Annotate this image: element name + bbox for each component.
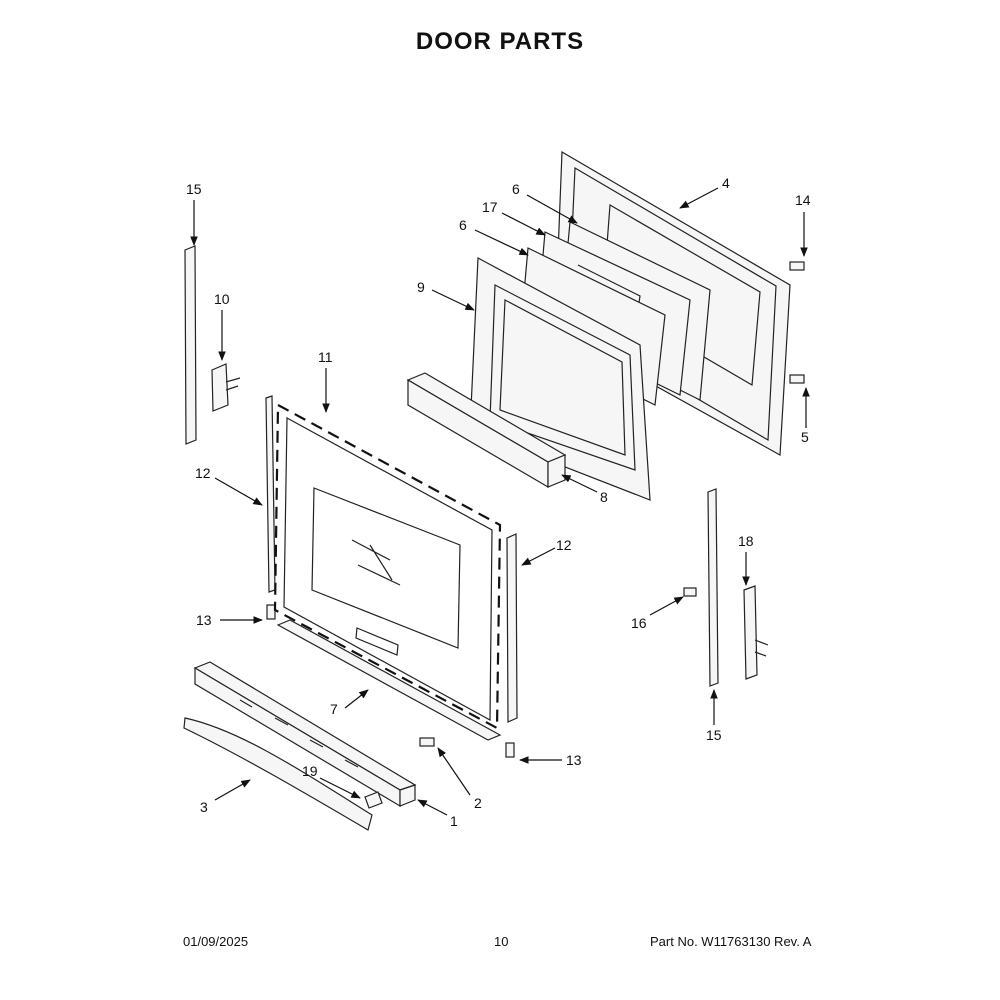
callout-13: 13 [196,612,212,628]
callout-1: 1 [450,813,458,829]
part-19-clip [364,791,383,809]
part-13-screw-right [505,742,515,758]
part-3-handle [183,717,373,831]
callout-labels: 15 10 11 12 13 7 3 19 2 1 13 12 6 17 6 9… [186,175,811,829]
footer-page-number: 10 [494,934,509,949]
callout-12: 12 [195,465,211,481]
callout-3: 3 [200,799,208,815]
part-13-screw-left [266,604,276,620]
part-8-insulation [406,372,567,489]
callout-19: 19 [302,763,318,779]
footer-part-number: Part No. W11763130 Rev. A [650,934,812,949]
callout-8: 8 [600,489,608,505]
part-7-bottom-channel [276,619,502,741]
part-12-side-trim-right [506,533,518,723]
callout-2: 2 [474,795,482,811]
callout-9: 9 [417,279,425,295]
callout-18: 18 [738,533,754,549]
leader-lines [190,187,810,816]
callout-5: 5 [801,429,809,445]
callout-10: 10 [214,291,230,307]
callout-15: 15 [706,727,722,743]
callout-16: 16 [631,615,647,631]
callout-11: 11 [318,349,333,365]
part-15-hinge-channel-right [707,488,719,687]
part-12-side-trim-left [265,395,276,593]
part-14-screw [789,261,805,271]
callout-15: 15 [186,181,202,197]
part-15-hinge-channel-left [184,245,197,445]
callout-14: 14 [795,192,811,208]
callout-4: 4 [722,175,730,191]
part-2-screw [419,737,435,747]
callout-12: 12 [556,537,572,553]
part-10-hinge [211,363,241,412]
callout-17: 17 [482,199,498,215]
footer-date: 01/09/2025 [183,934,249,949]
callout-13: 13 [566,752,582,768]
callout-6: 6 [512,181,520,197]
part-16-screw [683,587,697,597]
callout-7: 7 [330,701,338,717]
page-title: DOOR PARTS [415,28,585,55]
part-11-outer-glass [273,403,502,730]
part-18-hinge [743,585,769,680]
callout-6: 6 [459,217,467,233]
part-5-screw [789,374,805,384]
part-1-vent-trim [193,661,417,808]
